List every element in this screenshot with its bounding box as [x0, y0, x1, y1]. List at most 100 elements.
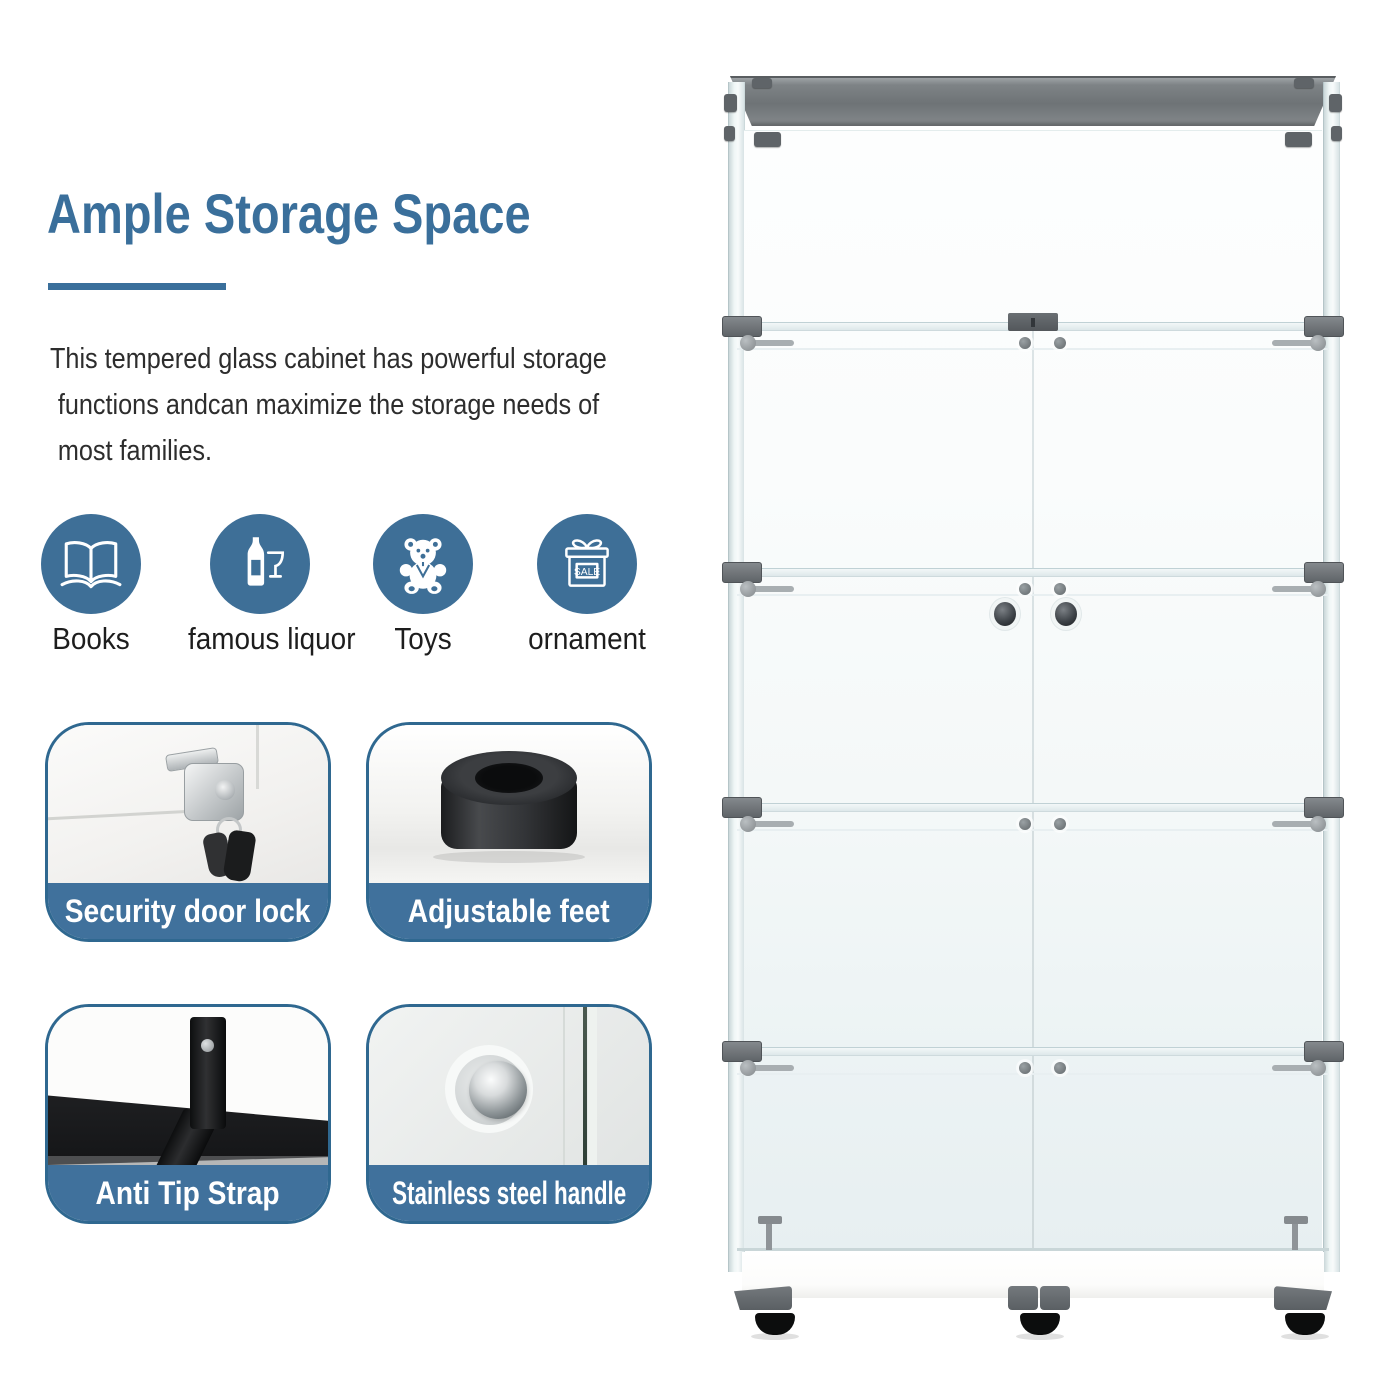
shelf-clip [722, 316, 762, 337]
description-line: most families. [57, 435, 213, 467]
glass-shelf [722, 313, 1344, 368]
foot-shadow [433, 851, 585, 863]
adjustable-foot-photo [369, 725, 649, 883]
door-lock-plate [1008, 313, 1058, 331]
wine-bottle-and-glass-icon [210, 514, 310, 614]
chrome-knob-photo [369, 1007, 649, 1165]
door-hinge [1272, 1060, 1326, 1076]
corner-clip [1331, 126, 1342, 141]
cabinet-right-frame [1323, 82, 1340, 1272]
shelf-clip [1304, 562, 1344, 583]
adjustable-foot [1281, 1313, 1329, 1340]
glass-edge [583, 1007, 587, 1165]
strap-screw [201, 1039, 214, 1052]
feature-banner: Anti Tip Strap [48, 1165, 328, 1221]
door-pivot [1054, 1062, 1066, 1074]
category-label: famous liquor [188, 621, 356, 656]
corner-clip [754, 132, 781, 147]
category-ornament: SALE ornament [507, 514, 667, 657]
shelf-clip [1304, 316, 1344, 337]
door-pivot [1054, 818, 1066, 830]
corner-clip [1329, 94, 1342, 112]
feature-card-adjustable-feet: Adjustable feet [366, 722, 652, 942]
feature-label: Adjustable feet [408, 892, 610, 929]
category-famous-liquor: famous liquor [180, 514, 356, 657]
feature-card-security-door-lock: Security door lock [45, 722, 331, 942]
shelf-clip [1304, 797, 1344, 818]
door-hinge [1272, 816, 1326, 832]
base-bracket [1008, 1286, 1038, 1310]
description-line: functions andcan maximize the storage ne… [57, 389, 600, 421]
shelf-clip [1304, 1041, 1344, 1062]
category-label: ornament [528, 621, 646, 656]
gift-box-icon: SALE [537, 514, 637, 614]
door-pivot [1054, 337, 1066, 349]
cabinet-bottom-edge [737, 1248, 1329, 1251]
door-hinge [1272, 581, 1326, 597]
feature-banner: Security door lock [48, 883, 328, 939]
glass-edge-line [563, 1007, 565, 1165]
description-paragraph: This tempered glass cabinet has powerful… [50, 336, 690, 474]
product-photo-cabinet [722, 70, 1344, 1350]
open-book-icon [41, 514, 141, 614]
door-pivot [1019, 818, 1031, 830]
cabinet-left-frame [728, 82, 745, 1272]
door-hinge [740, 335, 794, 351]
door-hinge [1272, 335, 1326, 351]
feature-banner: Stainless steel handle [369, 1165, 649, 1221]
shelf-clip [722, 1041, 762, 1062]
corner-clip [724, 94, 737, 112]
anti-tip-strap-photo [48, 1007, 328, 1165]
corner-clip [1294, 78, 1314, 88]
category-label: Books [52, 621, 130, 656]
door-edge [256, 725, 259, 789]
base-clamp [758, 1216, 782, 1250]
door-hinge [740, 581, 794, 597]
door-center-gap [1032, 322, 1034, 1250]
door-pivot [1019, 1062, 1031, 1074]
corner-clip [724, 126, 735, 141]
page-title-text: Ample Storage Space [47, 182, 531, 246]
door-pivot [1019, 337, 1031, 349]
chrome-knob [469, 1061, 527, 1119]
base-clamp [1284, 1216, 1308, 1250]
category-toys: Toys [343, 514, 503, 657]
category-books: Books [11, 514, 171, 657]
corner-clip [1285, 132, 1312, 147]
door-pivot [1054, 583, 1066, 595]
shelf-edge [737, 803, 1329, 831]
category-label: Toys [394, 621, 452, 656]
door-knob-left [994, 602, 1016, 626]
shelf-clip [722, 562, 762, 583]
shelf-edge [737, 568, 1329, 596]
door-knob-right [1055, 602, 1077, 626]
door-hinge [740, 1060, 794, 1076]
teddy-bear-icon [373, 514, 473, 614]
glass-shelf [722, 562, 1344, 614]
door-pivot [1019, 583, 1031, 595]
feature-banner: Adjustable feet [369, 883, 649, 939]
cabinet-top-panel [730, 76, 1336, 126]
security-lock-photo [48, 725, 328, 883]
description-line: This tempered glass cabinet has powerful… [50, 343, 607, 375]
foot-socket [475, 763, 543, 793]
feature-label: Stainless steel handle [391, 1174, 627, 1211]
title-underline [48, 283, 226, 290]
page-title: Ample Storage Space [47, 181, 623, 246]
shelf-edge [737, 1047, 1329, 1075]
door-hinge [740, 816, 794, 832]
glass-shelf [722, 797, 1344, 849]
lock-body [184, 763, 244, 821]
feature-card-stainless-steel-handle: Stainless steel handle [366, 1004, 652, 1224]
shelf-clip [722, 797, 762, 818]
glass-shelf [722, 1041, 1344, 1093]
feature-label: Anti Tip Strap [95, 1174, 281, 1211]
glass-edge-highlight [588, 1007, 597, 1165]
base-bracket [1040, 1286, 1070, 1310]
adjustable-foot [751, 1313, 799, 1340]
strap-upper [190, 1017, 226, 1129]
sale-tag-text: SALE [574, 567, 600, 578]
corner-clip [752, 78, 772, 88]
adjustable-foot [1016, 1313, 1064, 1340]
